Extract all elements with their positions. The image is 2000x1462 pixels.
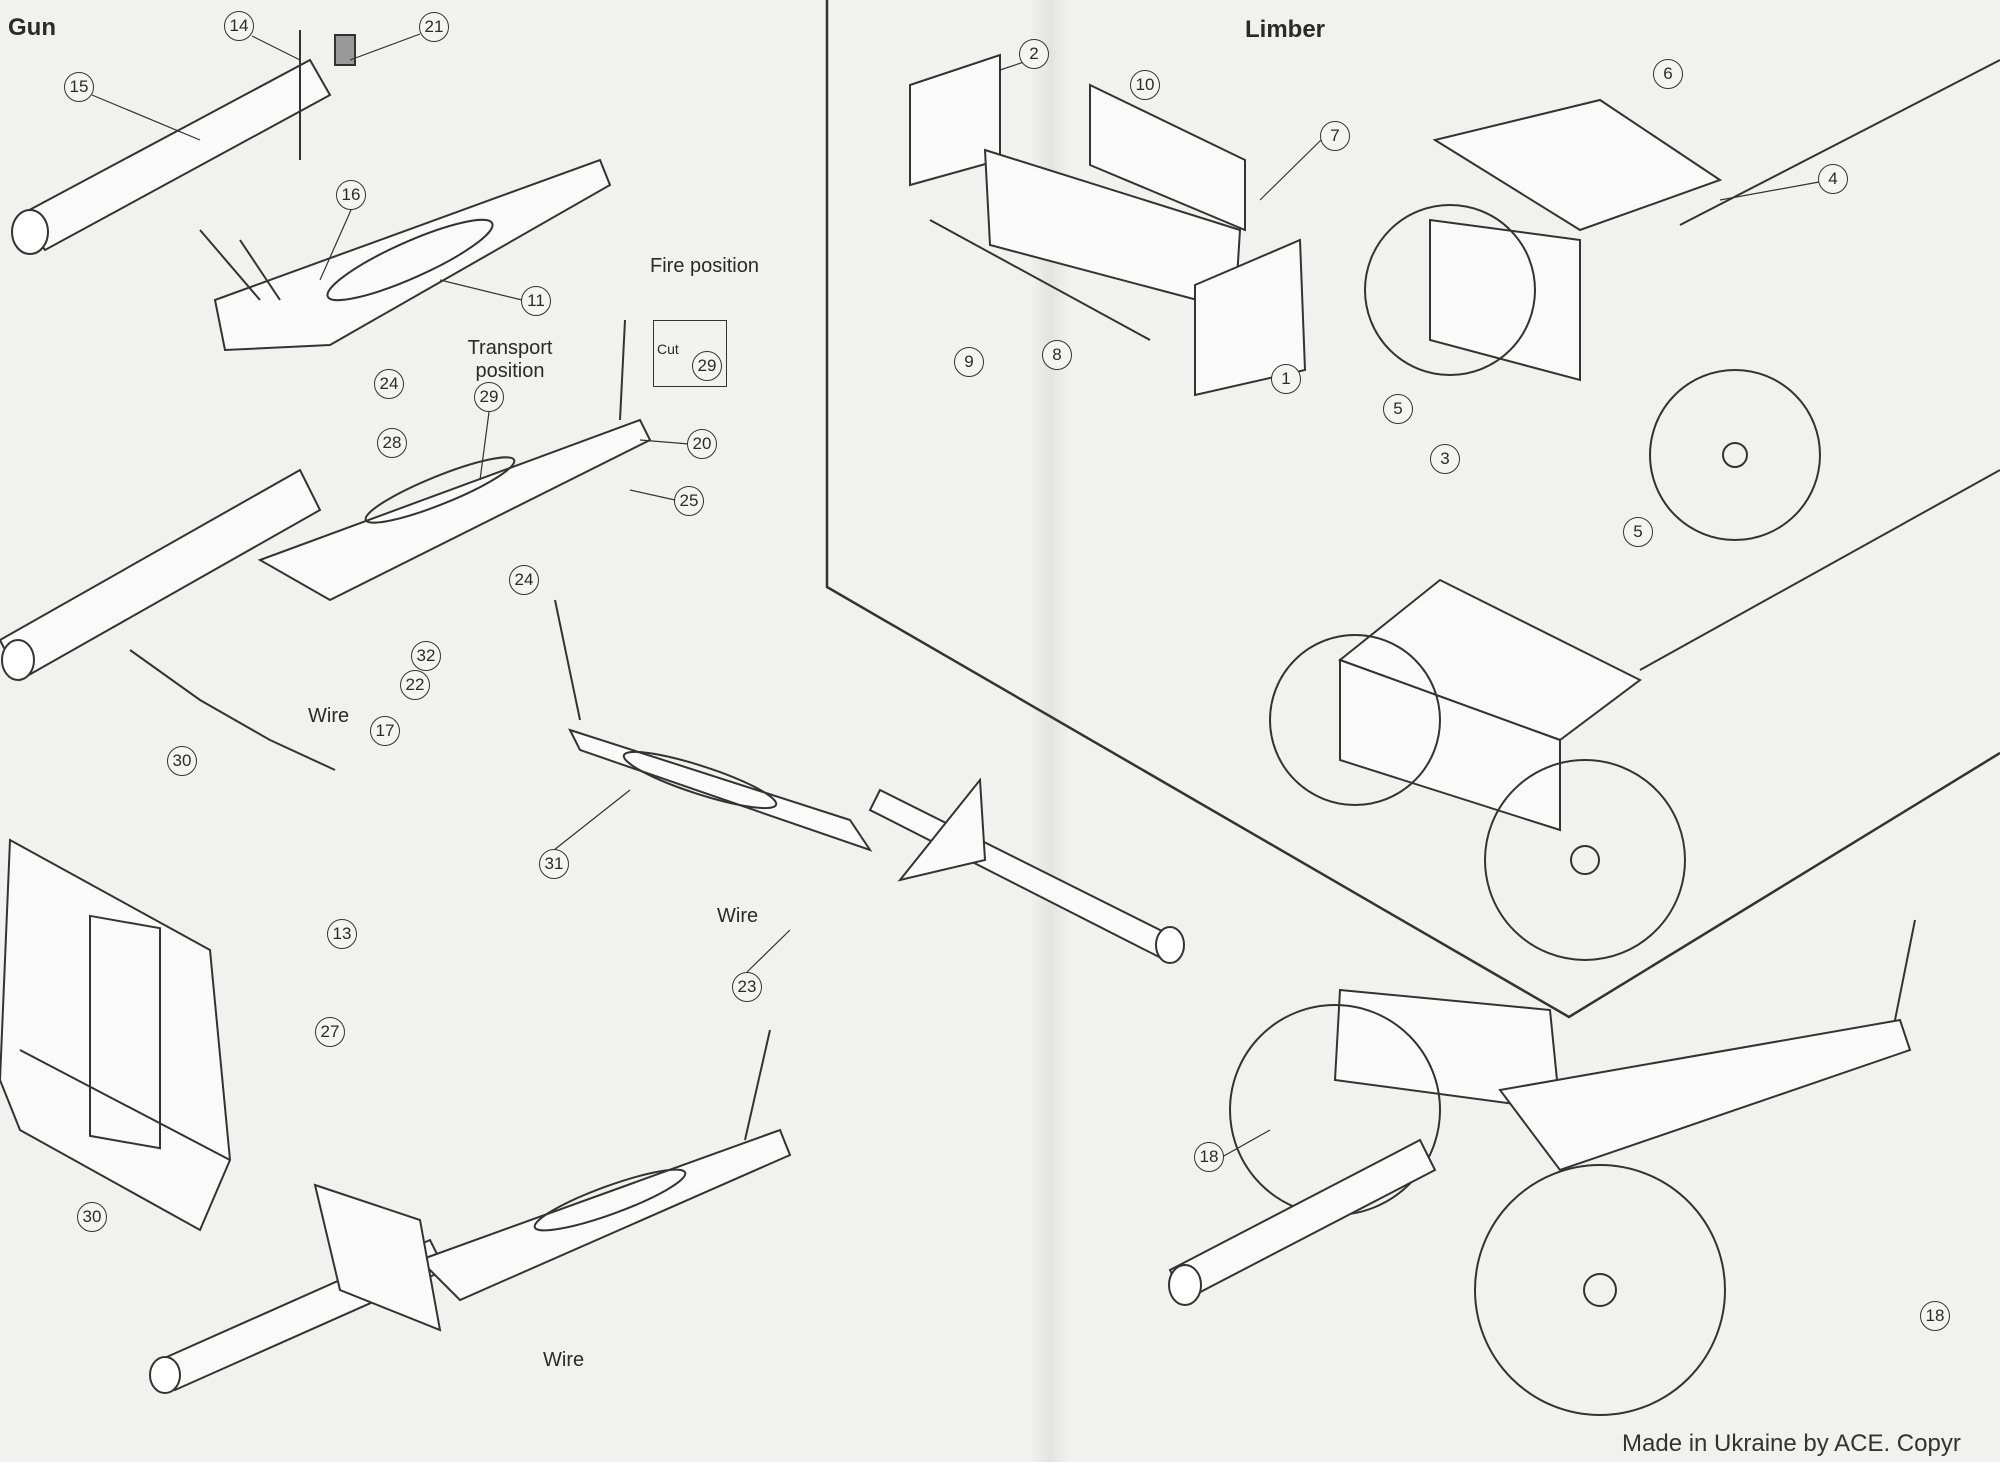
part-callout: 24 (374, 369, 404, 399)
limber-box-parts-drawing (909, 53, 1307, 397)
gun-complete-drawing (1168, 919, 1916, 1416)
cut-label: Cut (657, 341, 679, 357)
gun-assembly-drawing (0, 319, 652, 771)
part-callout: 15 (64, 72, 94, 102)
limber-section-title: Limber (1245, 16, 1326, 43)
gun-bottom-assembly-drawing (149, 1029, 792, 1394)
part-callout: 1 (1271, 364, 1301, 394)
part-callout: 5 (1383, 394, 1413, 424)
part-callout: 31 (539, 849, 569, 879)
section-divider (825, 0, 2000, 1019)
part-callout: 13 (327, 919, 357, 949)
part-callout: 7 (1320, 121, 1350, 151)
gun-shield-drawing (0, 838, 232, 1232)
fire-position-label: Fire position (650, 255, 759, 277)
part-callout: 30 (77, 1202, 107, 1232)
part-callout: 28 (377, 428, 407, 458)
part-callout: 32 (411, 641, 441, 671)
footer-copyright: Made in Ukraine by ACE. Copyr (1622, 1430, 1961, 1457)
gun-section-title: Gun (8, 14, 56, 41)
part-callout: 27 (315, 1017, 345, 1047)
wire-label: Wire (543, 1349, 585, 1371)
wire-label: Wire (717, 905, 759, 927)
part-callout: 21 (419, 12, 449, 42)
part-callout: 5 (1623, 517, 1653, 547)
part-callout: 3 (1430, 444, 1460, 474)
limber-bottom-drawing (1269, 469, 2000, 961)
part-callout: 23 (732, 972, 762, 1002)
part-callout: 8 (1042, 340, 1072, 370)
part-callout: 4 (1818, 164, 1848, 194)
part-callout: 14 (224, 11, 254, 41)
part-callout: 16 (336, 180, 366, 210)
part-callout: 2 (1019, 39, 1049, 69)
wire-label: Wire (308, 705, 350, 727)
part-callout: 6 (1653, 59, 1683, 89)
gun-rear-view-drawing (554, 599, 1185, 964)
part-callout: 9 (954, 347, 984, 377)
part-callout: 20 (687, 429, 717, 459)
gun-barrel-drawing (11, 30, 356, 255)
part-callout: 29 (474, 382, 504, 412)
part-callout: 30 (167, 746, 197, 776)
part-callout: 11 (521, 286, 551, 316)
part-callout: 29 (692, 351, 722, 381)
gun-trail-drawing (199, 158, 612, 352)
limber-top-drawing (1364, 59, 2000, 541)
part-callout: 17 (370, 716, 400, 746)
part-callout: 25 (674, 486, 704, 516)
part-callout: 22 (400, 670, 430, 700)
part-callout: 18 (1920, 1301, 1950, 1331)
part-callout: 10 (1130, 70, 1160, 100)
transport-position-label: Transport position (467, 337, 553, 382)
fire-position-inset (653, 320, 727, 387)
part-callout: 18 (1194, 1142, 1224, 1172)
part-callout: 24 (509, 565, 539, 595)
